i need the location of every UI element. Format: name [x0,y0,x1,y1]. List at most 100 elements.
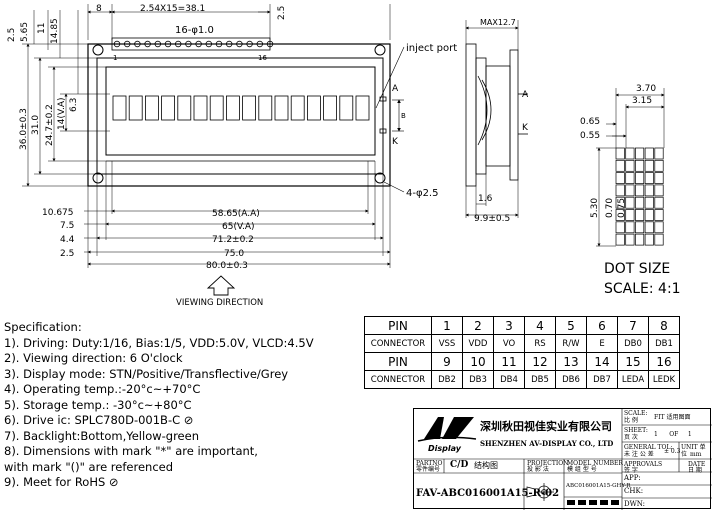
label-a: A [392,84,399,94]
dim-3-15: 3.15 [632,96,652,106]
character-cell [242,95,257,121]
pin-hole [246,40,253,48]
connector-cell: DB0 [617,334,649,353]
dot-cell [654,233,664,246]
dot-cell [635,209,645,221]
model-number-label: MODEL NUMBER [567,460,623,467]
partno-label: PARTNO [416,460,443,467]
connector-cell: VO [493,334,525,353]
connector-header-cell: CONNECTOR [364,334,432,353]
label-b: B [401,112,406,120]
av-logo: Display [417,417,477,453]
character-cell [209,95,224,121]
dim-pcb: 71.2±0.2 [212,235,254,245]
dot-cell [654,184,664,197]
dot-cell [654,159,664,172]
pin-hole [256,40,263,48]
character-cell [323,95,338,121]
dot-cell [644,184,654,197]
dot-cell [615,172,625,184]
dim-0-75: 0.75 [617,198,627,218]
pin-hole [266,40,274,48]
dot-cell [635,221,645,234]
dim-11: 11 [37,23,47,34]
dim-8: 8 [96,4,102,14]
character-cell [355,95,370,121]
dim-2-5-left: 2.5 [7,28,17,42]
dot-cell [625,147,635,160]
cd-label-cn: 结构图 [474,461,498,470]
dim-7-5: 7.5 [60,221,74,231]
pin-cell: 14 [586,352,618,371]
dot-cell [625,172,635,184]
date-label: DATE [688,461,706,468]
date-label-cn: 日 期 [688,467,702,474]
title-block: Display 深圳秋田视佳实业有限公司 SHENZHEN AV-DISPLAY… [413,408,712,510]
side-label-k: K [522,123,529,133]
app-label: APP: [624,474,641,482]
connector-cell: DB5 [524,370,556,389]
model-number-value: ABC016001A15-GHY-R [566,483,631,489]
connector-cell: VDD [462,334,494,353]
dim-pitch: 2.54X15=38.1 [140,4,205,14]
specification: Specification: 1). Driving: Duty:1/16, B… [4,320,364,491]
dot-cell [654,147,664,160]
dim-bezel: 75.0 [224,249,244,259]
dot-cell [644,233,654,246]
pin-hole [174,40,182,48]
dot-cell [625,209,635,221]
dim-14-85: 14.85 [50,18,60,44]
label-k: K [392,137,399,147]
dot-cell [635,233,645,246]
approvals-label-cn: 签 字 [624,467,638,474]
spec-item: 2). Viewing direction: 6 O'clock [4,351,183,365]
dim-36: 36.0±0.3 [19,108,29,150]
partno-label-cn: 零件编号 [416,466,441,473]
pin-hole [123,40,131,48]
scale-value: FIT 适用图面 [654,414,691,421]
dot-cell [654,172,664,184]
mount-hole-tl [92,44,104,56]
connector-cell: RS [524,334,556,353]
pin-cell: 9 [431,352,463,371]
character-cell [177,95,192,121]
connector-header-cell: CONNECTOR [364,370,432,389]
spec-title: Specification: [4,320,82,334]
pin-row: PIN 9 10 11 12 13 14 15 16 [364,352,680,371]
connector-cell: DB6 [555,370,587,389]
pin-cell: 5 [555,316,587,335]
character-cell [339,95,354,121]
tolerance-value: ± 0.3 [664,448,681,455]
pin-last-label: 16 [258,54,267,62]
dim-31: 31.0 [31,115,41,135]
character-cell [128,95,143,121]
pin-cell: 2 [462,316,494,335]
spec-item: 7). Backlight:Bottom,Yellow-green [4,428,200,443]
pin-cell: 1 [431,316,463,335]
dot-cell [625,184,635,197]
spec-item: 3). Display mode: STN/Positive/Transflec… [4,366,289,381]
dot-cell [654,196,664,209]
pin-hole [195,40,202,48]
dim-top-2-5: 2.5 [277,6,287,20]
dot-cell [635,147,645,160]
projection-label: PROJECTION [527,460,569,467]
dim-3-70: 3.70 [636,84,656,94]
dot-cell [625,196,635,209]
pin-first-label: 1 [113,54,117,62]
dot-cell [625,233,635,246]
mount-hole-bl [92,172,104,184]
sheet-label-cn: 页 次 [624,434,638,441]
mount-hole-tr [374,44,386,56]
holes-label: 4-φ2.5 [406,188,438,199]
connector-cell: LEDA [617,370,649,389]
dot-cell [644,159,654,172]
connector-cell: VSS [431,334,463,353]
projection-symbol [526,483,554,501]
dot-cell [644,147,654,160]
dim-1-6: 1.6 [478,194,493,204]
dot-scale-label: SCALE: 4:1 [604,281,681,297]
dot-cell [615,209,625,221]
chk-label: CHK: [624,487,644,495]
